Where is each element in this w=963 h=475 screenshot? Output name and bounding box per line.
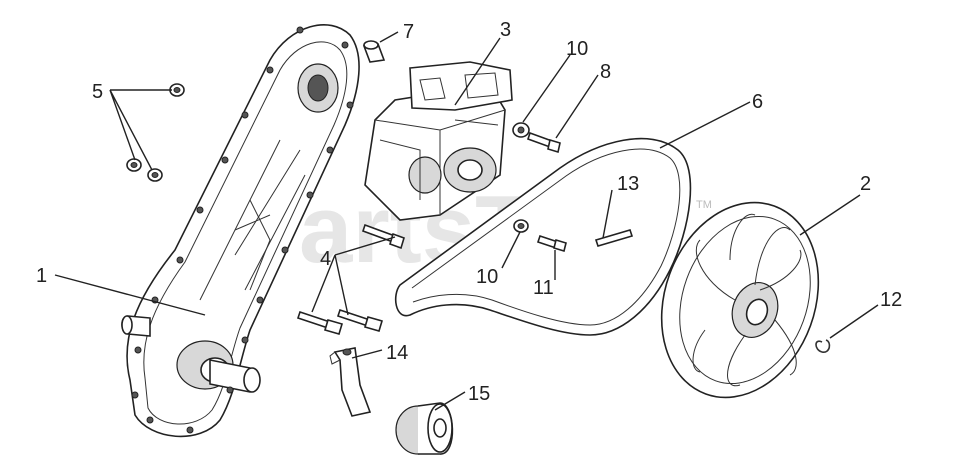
part-clip <box>815 339 831 353</box>
label-part-12: 12 <box>880 289 902 311</box>
part-washer-upper <box>512 122 530 138</box>
part-wheel <box>660 201 820 399</box>
part-washer-lower <box>513 219 529 233</box>
label-part-14: 14 <box>386 342 408 364</box>
label-part-5: 5 <box>92 81 103 103</box>
label-part-7: 7 <box>403 21 414 43</box>
part-bolts <box>296 223 405 335</box>
watermark-trademark: TM <box>696 199 712 211</box>
label-part-6: 6 <box>752 91 763 113</box>
leader-lines <box>54 31 879 411</box>
part-bolt-lower <box>536 234 567 253</box>
part-number-labels: 1 2 3 4 5 6 7 8 10 10 11 12 13 14 15 <box>36 19 902 405</box>
part-pulley <box>395 402 454 455</box>
part-bracket <box>329 347 372 417</box>
label-part-10-upper: 10 <box>566 38 588 60</box>
label-part-13: 13 <box>617 173 639 195</box>
label-part-3: 3 <box>500 19 511 41</box>
label-part-11: 11 <box>533 277 554 299</box>
part-bolt-upper <box>526 131 561 154</box>
part-nuts <box>126 83 185 182</box>
part-transmission <box>364 61 513 221</box>
label-part-1: 1 <box>36 265 47 287</box>
label-part-15: 15 <box>468 383 490 405</box>
part-spacer <box>362 40 386 63</box>
part-pin <box>594 229 634 247</box>
part-chain-case <box>121 24 360 438</box>
label-part-10-lower: 10 <box>476 266 498 288</box>
label-part-2: 2 <box>860 173 871 195</box>
label-part-8: 8 <box>600 61 611 83</box>
label-part-4: 4 <box>320 248 331 270</box>
